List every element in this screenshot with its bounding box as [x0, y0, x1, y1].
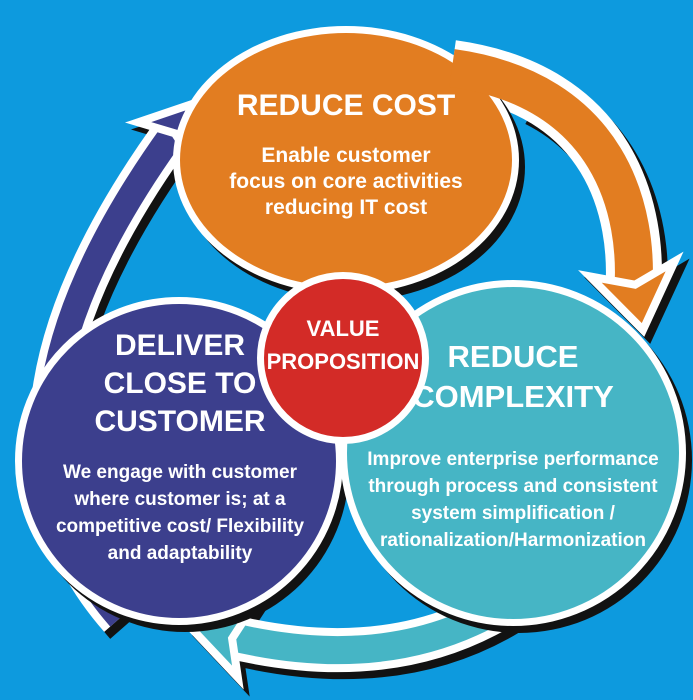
description-line: where customer is; at a: [74, 489, 286, 510]
description-line: system simplification /: [411, 503, 615, 524]
description-line: competitive cost/ Flexibility: [55, 516, 305, 537]
description-line: and adaptability: [107, 543, 253, 564]
description-line: Enable customer: [261, 144, 431, 167]
title-line: VALUE: [306, 316, 380, 341]
value-proposition-title: VALUE PROPOSITION: [257, 312, 429, 378]
title-line: CUSTOMER: [94, 405, 266, 438]
title-line: REDUCE: [447, 339, 579, 374]
description-line: reducing IT cost: [264, 196, 428, 219]
description-line: through process and consistent: [368, 476, 658, 497]
description-line: focus on core activities: [229, 170, 463, 193]
title-line: REDUCE COST: [236, 89, 456, 122]
reduce-cost-title: REDUCE COST: [173, 88, 519, 124]
description-line: We engage with customer: [62, 462, 298, 483]
reduce-cost-description: Enable customer focus on core activities…: [173, 143, 519, 221]
reduce-complexity-description: Improve enterprise performance through p…: [340, 446, 686, 554]
reduce-complexity-title: REDUCE COMPLEXITY: [340, 337, 686, 417]
title-line: COMPLEXITY: [412, 379, 614, 414]
node-value-proposition: [257, 272, 429, 444]
title-line: PROPOSITION: [266, 349, 420, 374]
description-line: rationalization/Harmonization: [379, 530, 647, 551]
deliver-close-to-customer-description: We engage with customer where customer i…: [16, 459, 344, 567]
description-line: Improve enterprise performance: [367, 449, 659, 470]
